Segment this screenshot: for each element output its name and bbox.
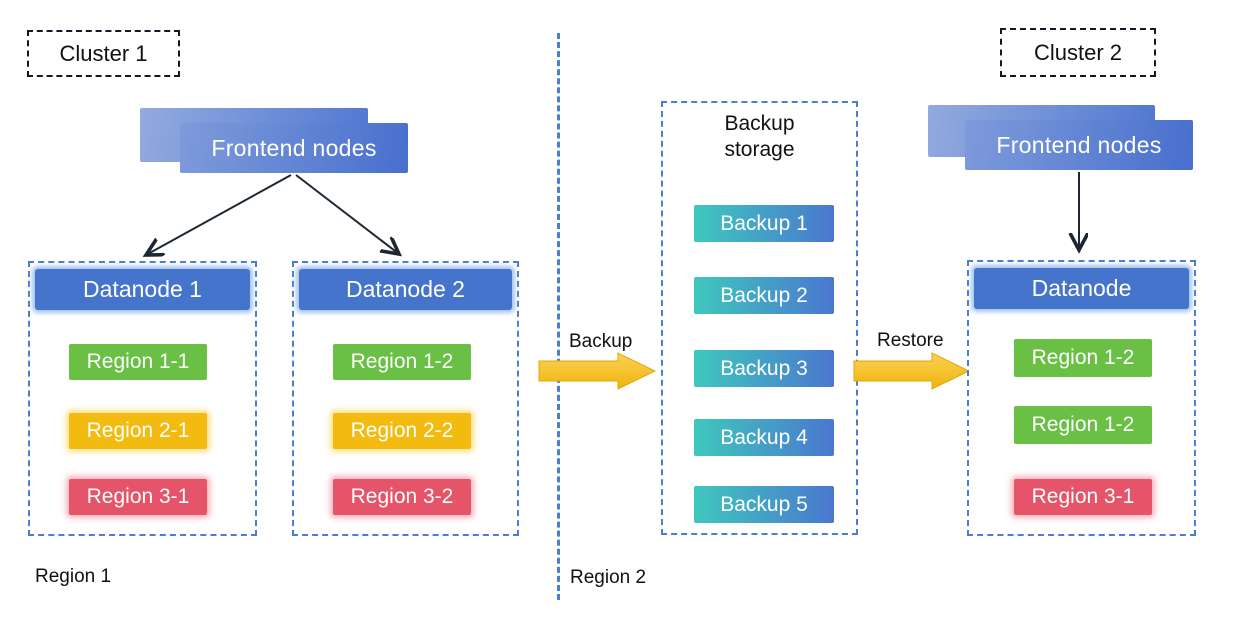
restore-flow-label: Restore: [877, 330, 944, 351]
backup-item: Backup 3: [694, 350, 834, 387]
zone-label-region2: Region 2: [570, 567, 647, 588]
datanode1-title: Datanode 1: [83, 276, 202, 302]
region-box: Region 1-2: [333, 344, 471, 380]
backup-item-label: Backup 3: [720, 356, 808, 380]
backup-item-label: Backup 5: [720, 492, 808, 516]
cluster2-label-box: Cluster 2: [1000, 28, 1156, 77]
region-label: Region 2-2: [350, 419, 454, 442]
region-box: Region 3-1: [69, 479, 207, 515]
cluster2-datanode-container: Datanode Region 1-2 Region 1-2 Region 3-…: [967, 260, 1196, 536]
cluster1-label-box: Cluster 1: [27, 30, 180, 77]
datanode1-container: Datanode 1 Region 1-1 Region 2-1 Region …: [28, 261, 257, 536]
arrow-frontend-to-datanode1: [146, 174, 292, 255]
region-box: Region 1-2: [1014, 339, 1152, 377]
backup-item-label: Backup 4: [720, 425, 808, 449]
backup-item-label: Backup 2: [720, 283, 808, 307]
datanode2-container: Datanode 2 Region 1-2 Region 2-2 Region …: [292, 261, 519, 536]
backup-item: Backup 4: [694, 419, 834, 456]
region-box: Region 2-2: [333, 413, 471, 449]
region-label: Region 2-1: [86, 419, 190, 442]
region-label: Region 3-1: [1031, 485, 1135, 508]
datanode1-header: Datanode 1: [35, 269, 250, 310]
cluster2-datanode-title: Datanode: [1031, 275, 1132, 301]
region-label: Region 1-2: [350, 350, 454, 373]
backup-flow-label: Backup: [569, 331, 633, 352]
backup-storage-title: Backup storage: [724, 112, 795, 162]
cluster2-label: Cluster 2: [1033, 39, 1123, 65]
region-label: Region 3-1: [86, 485, 190, 508]
datanode2-title: Datanode 2: [346, 276, 465, 302]
restore-arrow: [853, 352, 971, 390]
region-box: Region 3-1: [1014, 479, 1152, 515]
zone-label-region1: Region 1: [35, 566, 112, 587]
cluster2-frontend-label: Frontend nodes: [996, 131, 1162, 158]
backup-item-label: Backup 1: [720, 211, 808, 235]
backup-item: Backup 1: [694, 205, 834, 242]
arrow-frontend-to-datanode2: [295, 174, 399, 254]
cluster1-frontend-box: Frontend nodes: [180, 123, 408, 173]
region-label: Region 3-2: [350, 485, 454, 508]
region-box: Region 1-2: [1014, 406, 1152, 444]
region-label: Region 1-2: [1031, 346, 1135, 369]
region-label: Region 1-2: [1031, 413, 1135, 436]
cluster1-frontend-label: Frontend nodes: [211, 134, 377, 161]
region-box: Region 3-2: [333, 479, 471, 515]
cluster2-frontend-box: Frontend nodes: [965, 120, 1193, 170]
region-separator-line: [557, 33, 560, 600]
cluster2-datanode-header: Datanode: [974, 268, 1189, 309]
region-box: Region 2-1: [69, 413, 207, 449]
backup-arrow: [538, 352, 657, 390]
datanode2-header: Datanode 2: [299, 269, 512, 310]
region-box: Region 1-1: [69, 344, 207, 380]
cluster1-label: Cluster 1: [59, 40, 148, 66]
backup-item: Backup 2: [694, 277, 834, 314]
backup-storage-container: Backup storage Backup 1 Backup 2 Backup …: [661, 101, 858, 535]
backup-item: Backup 5: [694, 486, 834, 523]
region-label: Region 1-1: [86, 350, 190, 373]
